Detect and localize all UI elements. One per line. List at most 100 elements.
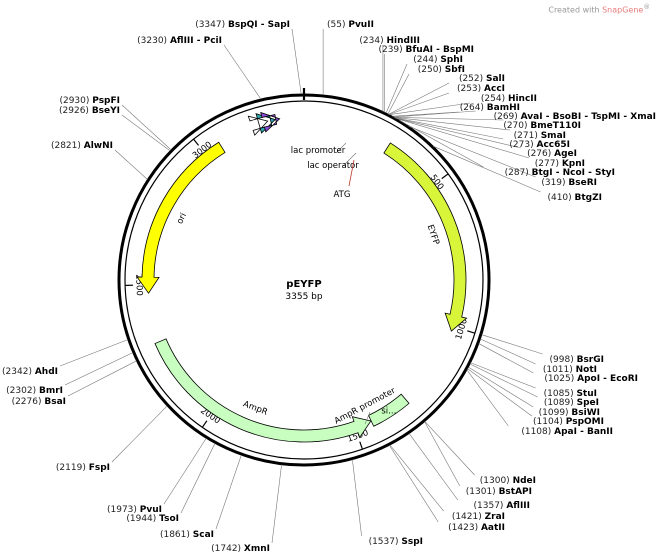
leader-pspfi <box>121 104 172 151</box>
site-sphi: (244) SphI <box>413 55 463 65</box>
feature-cap-site <box>260 111 281 133</box>
site-afliii-pcii: (3230) AflIII - PciI <box>137 36 222 46</box>
site-bsai: (2276) BsaI <box>12 397 66 407</box>
site-tsoi: (1944) TsoI <box>126 514 179 524</box>
site-position: (55) <box>327 20 348 30</box>
site-position: (264) <box>460 103 487 113</box>
leader-stui <box>470 362 536 389</box>
leader-acc65i <box>394 117 504 140</box>
site-stui: (1085) StuI <box>544 389 597 399</box>
leader-alwni <box>114 149 148 180</box>
site-position: (1011) <box>543 365 576 375</box>
leader-apoi-ecori <box>478 343 534 374</box>
site-enzyme-name: SpeI <box>577 398 599 408</box>
site-btgi-ncoi-styi: (287) BtgI - NcoI - StyI <box>505 168 615 178</box>
site-enzyme-name: XmnI <box>244 544 270 554</box>
site-position: (252) <box>459 74 486 84</box>
site-enzyme-name: NdeI <box>513 476 536 486</box>
tick-mark-2000 <box>201 420 208 428</box>
site-pvuii: (55) PvuII <box>327 20 374 30</box>
site-bsiwi: (1099) BsiWI <box>539 408 600 418</box>
site-enzyme-name: ZraI <box>485 512 505 522</box>
leader-afliii <box>408 433 459 501</box>
site-enzyme-name: Acc65I <box>536 140 570 150</box>
site-hincii: (254) HincII <box>481 94 537 104</box>
site-position: (273) <box>509 140 536 150</box>
leader-afliii-pcii <box>223 44 262 100</box>
site-enzyme-name: AflIII <box>506 501 530 511</box>
site-bfuai-bspmi: (239) BfuAI - BspMI <box>378 45 474 55</box>
site-position: (2119) <box>56 463 89 473</box>
site-position: (271) <box>514 131 541 141</box>
plasmid-name: pEYFP <box>286 279 321 290</box>
site-position: (1089) <box>544 398 577 408</box>
site-fspi: (2119) FspI <box>56 463 110 473</box>
site-position: (2926) <box>59 106 92 116</box>
tick-label-2500: 2500 <box>133 274 144 296</box>
tick-mark-1000 <box>467 330 476 334</box>
leader-kpni <box>396 118 530 159</box>
site-position: (2930) <box>59 96 92 106</box>
site-enzyme-name: ApaI - BanII <box>554 427 613 437</box>
site-position: (276) <box>527 149 554 159</box>
site-pspfi: (2930) PspFI <box>59 96 120 106</box>
site-position: (1104) <box>533 417 566 427</box>
lac-promoter-leader <box>335 142 347 154</box>
site-enzyme-name: PspFI <box>92 96 120 106</box>
leader-tsoi <box>180 443 216 514</box>
ampr-promoter-leader <box>364 411 371 425</box>
site-enzyme-name: BsiWI <box>571 408 600 418</box>
site-position: (234) <box>359 36 386 46</box>
leader-bmet110i <box>394 116 504 121</box>
lac-annotations: lac promoter lac operator ATG <box>291 142 359 200</box>
feature-lac-promoter <box>247 115 269 136</box>
atg-leader <box>348 159 355 187</box>
site-position: (2276) <box>12 397 45 407</box>
site-xmni: (1742) XmnI <box>211 544 270 554</box>
feature-label-ampr: AmpR <box>242 399 269 417</box>
site-enzyme-name: AgeI <box>554 149 577 159</box>
site-enzyme-name: BtgZI <box>575 193 602 203</box>
site-agei: (276) AgeI <box>527 149 577 159</box>
site-apai-banii: (1108) ApaI - BanII <box>521 427 613 437</box>
leader-zrai <box>389 444 444 512</box>
site-enzyme-name: SalI <box>486 74 505 84</box>
site-enzyme-name: BseYI <box>92 106 120 116</box>
leader-scai <box>215 455 242 530</box>
leader-noti <box>480 338 536 365</box>
site-position: (1742) <box>211 544 244 554</box>
site-position: (1301) <box>466 487 499 497</box>
site-alwni: (2821) AlwNI <box>51 141 113 151</box>
site-enzyme-name: SphI <box>440 55 463 65</box>
leader-xmni <box>271 464 282 544</box>
site-pvui: (1973) PvuI <box>107 505 162 515</box>
site-enzyme-name: TsoI <box>159 514 179 524</box>
site-enzyme-name: BspQI - SapI <box>228 20 290 30</box>
site-position: (1537) <box>369 537 402 547</box>
leader-smai <box>394 117 511 131</box>
site-kpni: (277) KpnI <box>535 159 585 169</box>
leader-agei <box>395 118 522 149</box>
site-enzyme-name: AflIII - PciI <box>170 36 222 46</box>
leader-acci <box>388 92 450 115</box>
site-btgzi: (410) BtgZI <box>547 193 602 203</box>
site-position: (253) <box>457 84 484 94</box>
site-enzyme-name: AlwNI <box>84 141 113 151</box>
site-position: (2302) <box>6 386 39 396</box>
site-enzyme-name: AvaI - BsoBI - TspMI - XmaI <box>521 112 656 122</box>
site-position: (998) <box>550 355 577 365</box>
site-position: (319) <box>541 178 568 188</box>
leader-pspomi <box>467 368 532 417</box>
tick-mark-500 <box>441 173 449 180</box>
leader-bsiwi <box>468 366 534 408</box>
leader-apai-banii <box>466 369 509 427</box>
site-enzyme-name: AccI <box>484 84 505 94</box>
site-position: (1423) <box>448 523 481 533</box>
site-hindiii: (234) HindIII <box>359 36 420 46</box>
site-enzyme-name: PvuI <box>140 505 162 515</box>
site-position: (1421) <box>452 512 485 522</box>
site-enzyme-name: BamHI <box>487 103 520 113</box>
site-enzyme-name: BstAPI <box>499 487 532 497</box>
site-enzyme-name: NotI <box>576 365 597 375</box>
